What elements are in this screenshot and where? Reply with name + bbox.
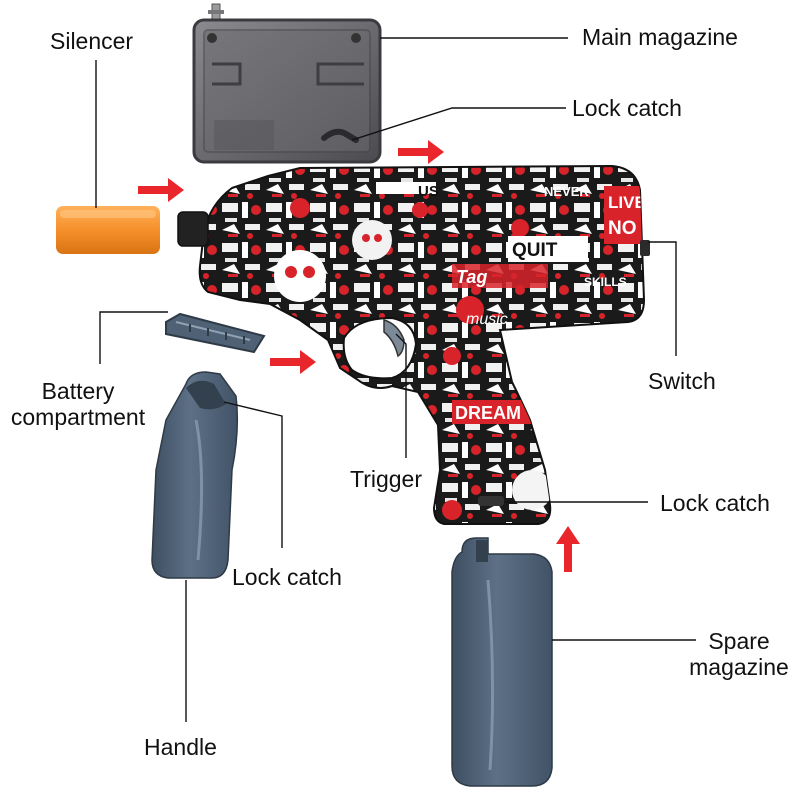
arrow-right-icon: [270, 350, 316, 374]
graffiti-quit: QUIT: [512, 240, 558, 261]
label-main-magazine: Main magazine: [582, 24, 738, 50]
leader-lines: [95, 37, 696, 722]
battery-compartment: [165, 312, 266, 354]
graffiti-never: NEVER: [544, 184, 589, 199]
graffiti-no: NO: [608, 218, 637, 239]
label-lock-catch-top: Lock catch: [572, 95, 682, 121]
arrow-right-icon: [398, 140, 444, 164]
graffiti-live: LIVE: [608, 193, 646, 212]
label-spare-line1: Spare: [708, 628, 770, 654]
graffiti-us: US: [418, 183, 439, 200]
leader-lock-catch-top: [351, 107, 566, 141]
graffiti-dream: DREAM: [455, 403, 521, 423]
arrow-up-icon: [556, 526, 580, 572]
label-handle: Handle: [144, 734, 217, 760]
graffiti-tag: Tag: [456, 267, 487, 287]
spare-magazine-part: [451, 537, 553, 787]
label-spare-magazine: Spare magazine: [680, 628, 798, 680]
label-lock-catch-right: Lock catch: [660, 490, 770, 516]
leader-switch: [648, 241, 677, 356]
leader-lock-catch-left: [223, 401, 283, 548]
label-trigger: Trigger: [350, 466, 422, 492]
handle-part: [151, 371, 239, 579]
label-battery-line1: Battery: [41, 378, 115, 404]
arrow-right-icon: [138, 178, 184, 202]
main-magazine: [192, 3, 382, 164]
graffiti-skills: SKILLS: [584, 275, 627, 289]
assembly-arrows: [138, 140, 580, 572]
label-lock-catch-left: Lock catch: [232, 564, 342, 590]
label-silencer: Silencer: [50, 28, 134, 54]
gun-body: LIVE NO QUIT DREAM music Tag NEVER US SK…: [177, 164, 650, 525]
label-battery-line2: compartment: [10, 404, 146, 430]
leader-battery: [99, 311, 168, 364]
label-switch: Switch: [648, 368, 716, 394]
silencer: [56, 206, 160, 254]
label-spare-line2: magazine: [689, 654, 789, 680]
leader-trigger: [395, 333, 407, 458]
graffiti-music: music: [466, 311, 508, 328]
label-battery-compartment: Battery compartment: [0, 378, 156, 430]
